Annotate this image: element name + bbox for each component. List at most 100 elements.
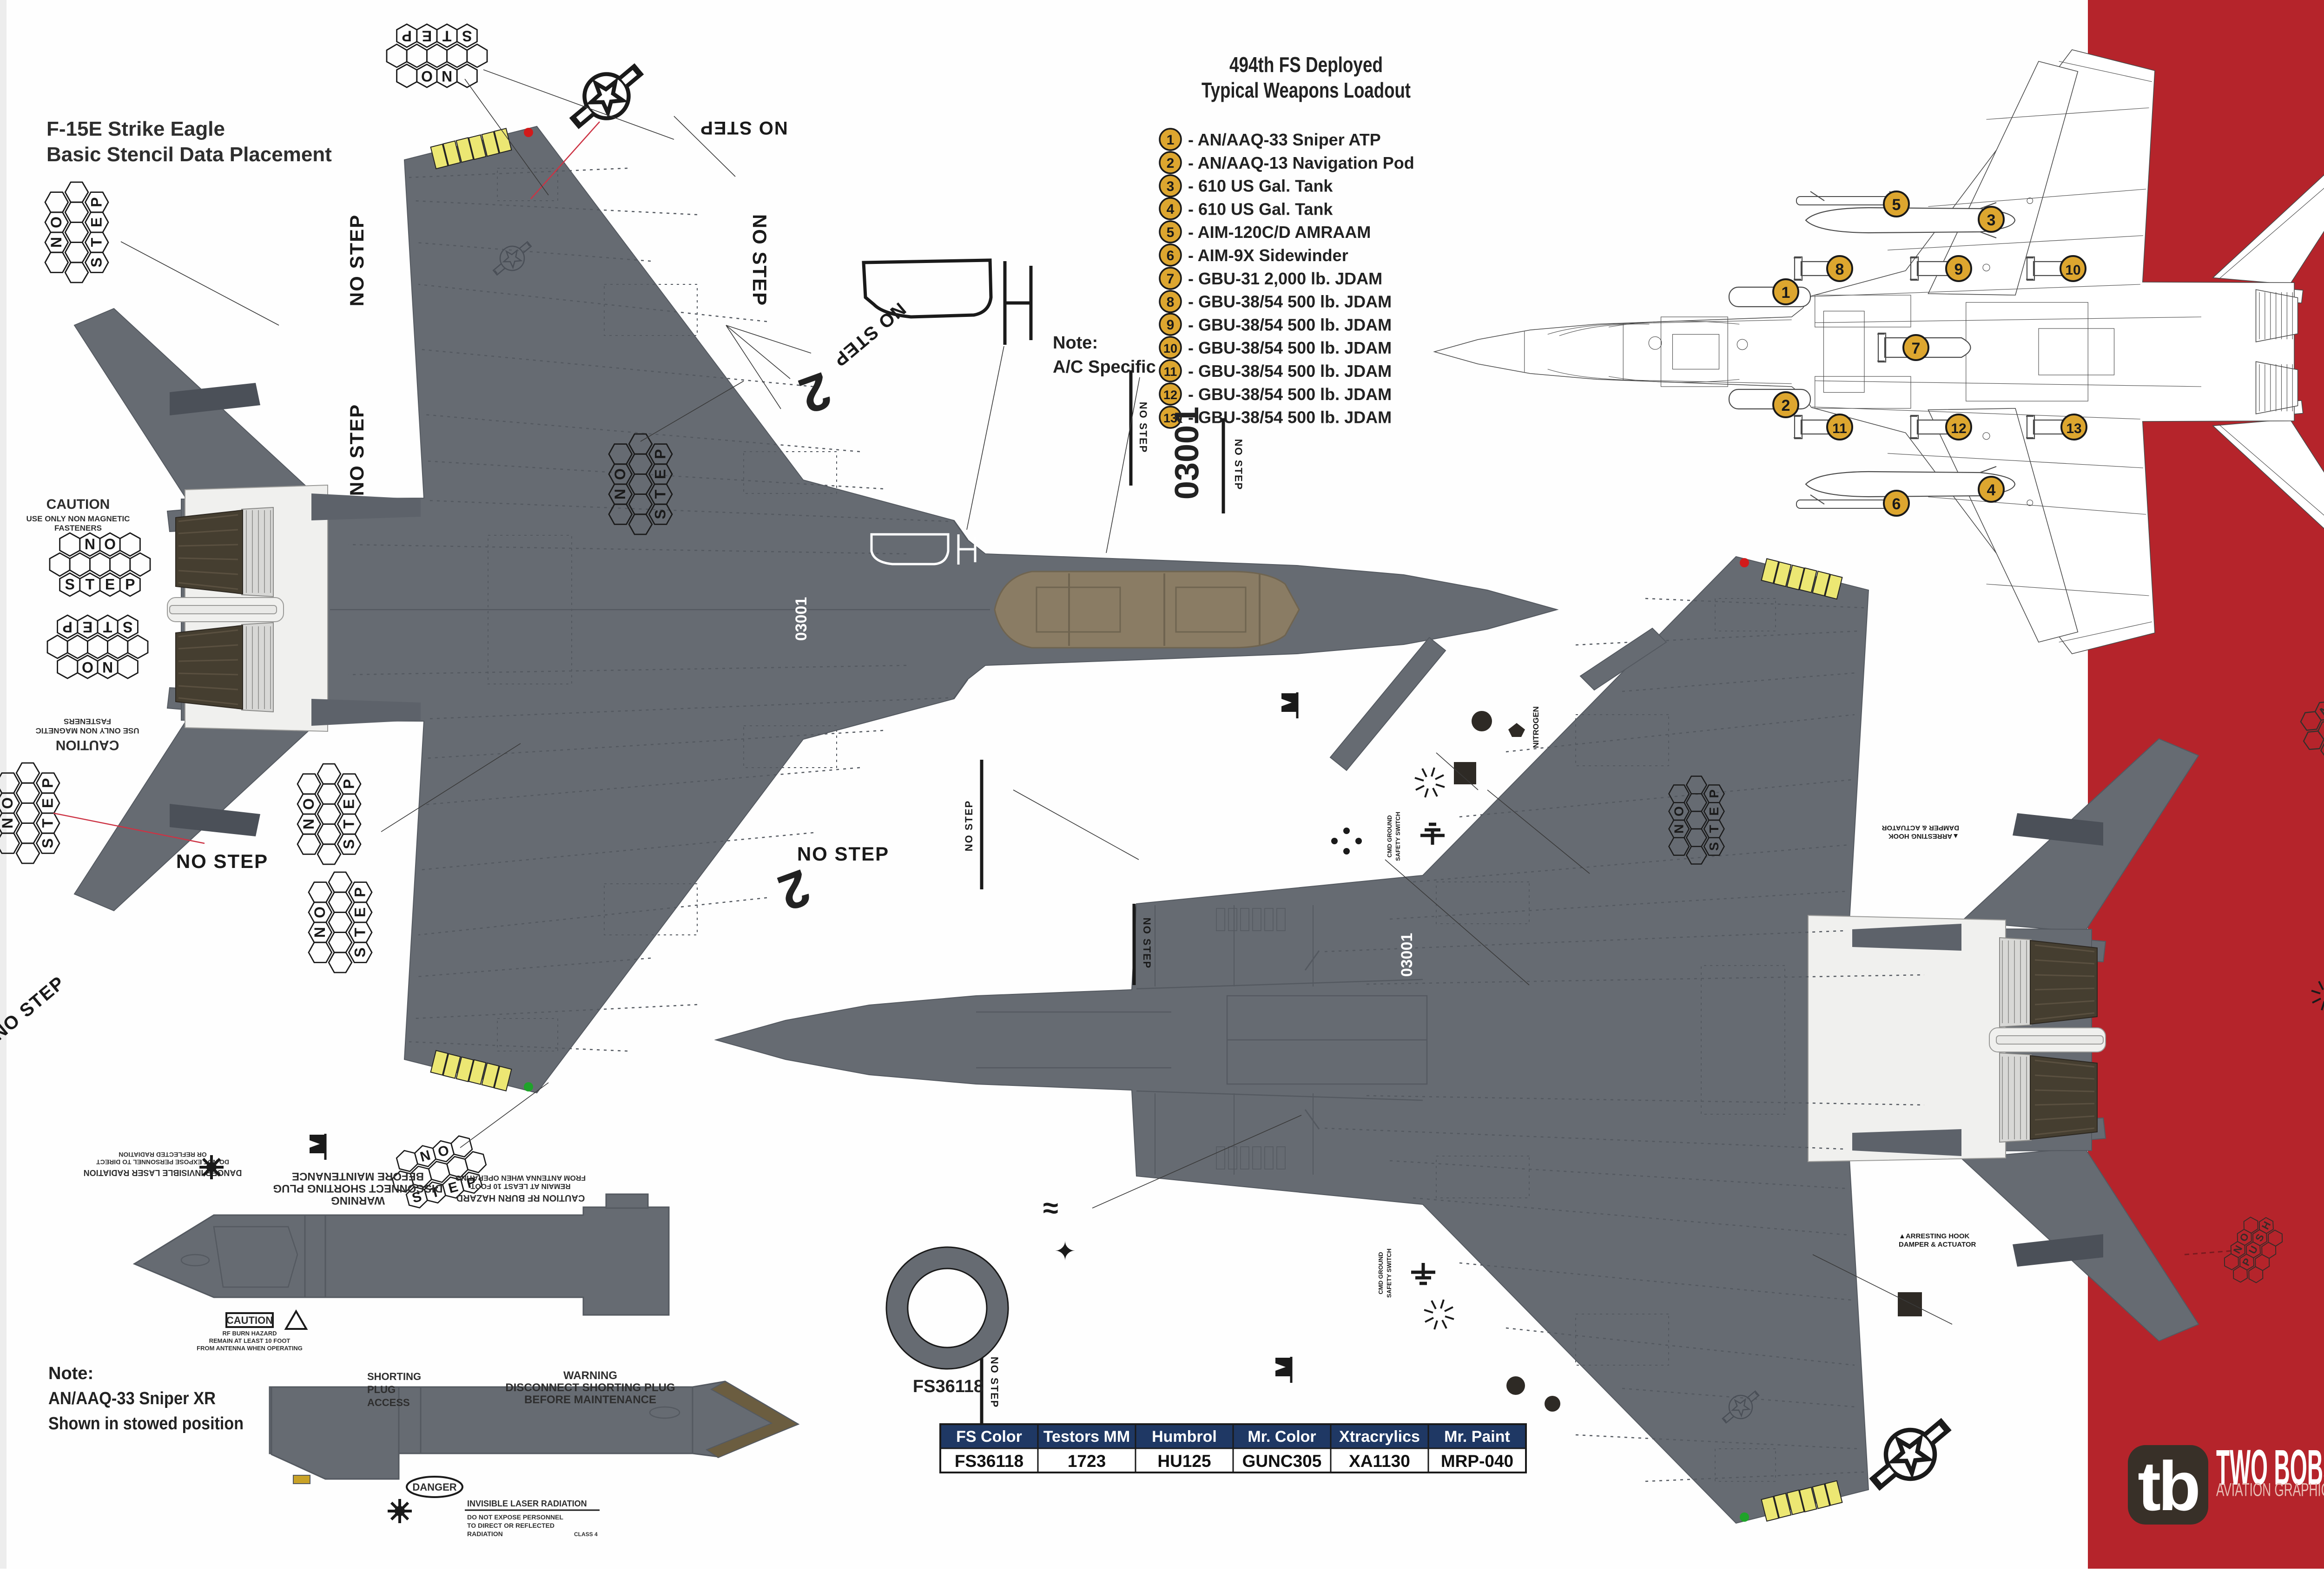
svg-text:O: O bbox=[300, 798, 317, 810]
svg-text:USE ONLY NON MAGNETIC: USE ONLY NON MAGNETIC bbox=[26, 514, 130, 523]
svg-text:2: 2 bbox=[1167, 156, 1175, 171]
svg-text:RADIATION: RADIATION bbox=[467, 1530, 503, 1538]
svg-text:Mr. Color: Mr. Color bbox=[1248, 1428, 1316, 1446]
svg-text:13: 13 bbox=[2066, 421, 2081, 436]
svg-text:FS Color: FS Color bbox=[956, 1428, 1022, 1446]
svg-text:O: O bbox=[1671, 806, 1686, 816]
svg-text:3: 3 bbox=[1167, 179, 1175, 194]
svg-text:- AIM-9X Sidewinder: - AIM-9X Sidewinder bbox=[1188, 246, 1348, 265]
svg-text:- GBU-38/54 500 lb. JDAM: - GBU-38/54 500 lb. JDAM bbox=[1188, 315, 1392, 334]
svg-text:5: 5 bbox=[1892, 196, 1901, 214]
svg-text:NO STEP: NO STEP bbox=[176, 850, 268, 872]
svg-text:- 610 US Gal. Tank: - 610 US Gal. Tank bbox=[1188, 199, 1333, 218]
svg-text:NO STEP: NO STEP bbox=[346, 404, 368, 496]
svg-text:12: 12 bbox=[1163, 388, 1177, 402]
svg-text:NO STEP: NO STEP bbox=[989, 1357, 1000, 1408]
svg-text:CLASS 4: CLASS 4 bbox=[574, 1531, 598, 1538]
svg-text:CAUTION: CAUTION bbox=[46, 497, 110, 512]
svg-text:N: N bbox=[442, 68, 452, 85]
svg-text:FS36118: FS36118 bbox=[955, 1452, 1023, 1471]
svg-text:INVISIBLE LASER RADIATION: INVISIBLE LASER RADIATION bbox=[467, 1499, 587, 1508]
svg-text:P: P bbox=[402, 27, 412, 44]
svg-text:S: S bbox=[341, 839, 357, 849]
svg-text:S: S bbox=[123, 618, 132, 635]
svg-text:DAMPER & ACTUATOR: DAMPER & ACTUATOR bbox=[1882, 824, 1959, 832]
svg-text:CAUTION: CAUTION bbox=[226, 1315, 273, 1326]
svg-text:S: S bbox=[40, 838, 56, 848]
svg-text:T: T bbox=[86, 576, 95, 593]
svg-text:6: 6 bbox=[1167, 248, 1175, 263]
svg-text:BEFORE MAINTENANCE: BEFORE MAINTENANCE bbox=[524, 1394, 656, 1406]
svg-text:T: T bbox=[88, 237, 105, 247]
svg-text:S: S bbox=[88, 257, 105, 267]
svg-text:REMAIN AT LEAST 10 FOOT: REMAIN AT LEAST 10 FOOT bbox=[470, 1182, 570, 1190]
svg-text:NO STEP: NO STEP bbox=[963, 800, 975, 852]
svg-text:FS36118: FS36118 bbox=[913, 1377, 984, 1396]
svg-text:N: N bbox=[102, 659, 113, 676]
svg-text:DISCONNECT SHORTING PLUG: DISCONNECT SHORTING PLUG bbox=[273, 1182, 442, 1195]
svg-text:S: S bbox=[1707, 842, 1721, 851]
svg-text:O: O bbox=[311, 907, 328, 918]
svg-text:8: 8 bbox=[1167, 295, 1175, 310]
svg-text:N: N bbox=[1671, 824, 1686, 834]
svg-text:Typical Weapons Loadout: Typical Weapons Loadout bbox=[1202, 78, 1411, 102]
svg-text:S: S bbox=[65, 576, 75, 593]
svg-text:NO STEP: NO STEP bbox=[700, 118, 788, 138]
svg-text:- GBU-38/54 500 lb. JDAM: - GBU-38/54 500 lb. JDAM bbox=[1188, 385, 1392, 404]
svg-text:S: S bbox=[462, 27, 472, 44]
svg-text:tb: tb bbox=[2138, 1447, 2198, 1525]
svg-text:7: 7 bbox=[1167, 271, 1175, 287]
svg-text:O: O bbox=[48, 217, 65, 228]
svg-text:- GBU-38/54 500 lb. JDAM: - GBU-38/54 500 lb. JDAM bbox=[1188, 408, 1392, 427]
svg-text:O: O bbox=[82, 659, 93, 676]
svg-text:ACCESS: ACCESS bbox=[367, 1397, 410, 1408]
svg-text:≈: ≈ bbox=[1043, 1192, 1058, 1223]
svg-text:10: 10 bbox=[2065, 263, 2080, 278]
svg-text:RF BURN HAZARD: RF BURN HAZARD bbox=[223, 1330, 277, 1337]
svg-text:NO STEP: NO STEP bbox=[749, 214, 771, 306]
svg-text:Testors MM: Testors MM bbox=[1043, 1428, 1130, 1446]
svg-text:Note:: Note: bbox=[48, 1364, 93, 1383]
svg-text:O: O bbox=[0, 797, 16, 809]
svg-text:Shown in stowed position: Shown in stowed position bbox=[48, 1414, 244, 1433]
svg-text:WARNING: WARNING bbox=[563, 1369, 617, 1382]
svg-text:- GBU-38/54 500 lb. JDAM: - GBU-38/54 500 lb. JDAM bbox=[1188, 338, 1392, 357]
svg-text:S: S bbox=[352, 947, 369, 957]
svg-text:P: P bbox=[652, 449, 669, 459]
svg-text:F-15E Strike Eagle: F-15E Strike Eagle bbox=[46, 118, 225, 140]
svg-text:OR REFLECTED RADIATION: OR REFLECTED RADIATION bbox=[119, 1151, 207, 1158]
svg-text:4: 4 bbox=[1987, 481, 1996, 499]
svg-text:O: O bbox=[612, 468, 628, 480]
svg-text:03001: 03001 bbox=[792, 597, 810, 641]
svg-text:494th FS Deployed: 494th FS Deployed bbox=[1229, 53, 1383, 77]
svg-text:12: 12 bbox=[1951, 421, 1966, 436]
svg-text:E: E bbox=[1707, 807, 1721, 816]
svg-text:DAMPER & ACTUATOR: DAMPER & ACTUATOR bbox=[1899, 1241, 1976, 1249]
svg-text:P: P bbox=[1707, 789, 1721, 798]
svg-text:P: P bbox=[40, 778, 56, 788]
svg-text:BEFORE MAINTENANCE: BEFORE MAINTENANCE bbox=[292, 1170, 424, 1183]
svg-text:T: T bbox=[103, 618, 112, 635]
svg-text:✦: ✦ bbox=[1054, 1236, 1076, 1266]
svg-text:N: N bbox=[300, 819, 317, 829]
svg-text:NITROGEN: NITROGEN bbox=[1532, 706, 1540, 748]
svg-text:E: E bbox=[88, 217, 105, 227]
svg-text:P: P bbox=[352, 887, 369, 897]
svg-text:AVIATION GRAPHICS: AVIATION GRAPHICS bbox=[2216, 1480, 2324, 1500]
svg-text:NO STEP: NO STEP bbox=[797, 843, 889, 865]
svg-text:- GBU-38/54 500 lb. JDAM: - GBU-38/54 500 lb. JDAM bbox=[1188, 292, 1392, 311]
svg-text:11: 11 bbox=[1164, 365, 1177, 379]
svg-text:CMD GROUND: CMD GROUND bbox=[1377, 1252, 1384, 1295]
svg-text:P: P bbox=[63, 618, 73, 635]
svg-text:- GBU-38/54 500 lb. JDAM: - GBU-38/54 500 lb. JDAM bbox=[1188, 362, 1392, 381]
svg-text:XA1130: XA1130 bbox=[1349, 1452, 1410, 1471]
svg-text:GUNC305: GUNC305 bbox=[1242, 1452, 1322, 1471]
svg-text:PLUG: PLUG bbox=[367, 1384, 396, 1395]
svg-text:- AN/AAQ-33 Sniper ATP: - AN/AAQ-33 Sniper ATP bbox=[1188, 130, 1381, 149]
svg-text:- AN/AAQ-13 Navigation Pod: - AN/AAQ-13 Navigation Pod bbox=[1188, 153, 1414, 172]
svg-text:E: E bbox=[652, 469, 669, 479]
svg-text:7: 7 bbox=[1912, 340, 1921, 357]
svg-text:AN/AAQ-33 Sniper XR: AN/AAQ-33 Sniper XR bbox=[48, 1389, 216, 1408]
svg-text:8: 8 bbox=[1835, 261, 1844, 278]
svg-text:1: 1 bbox=[1167, 132, 1175, 148]
